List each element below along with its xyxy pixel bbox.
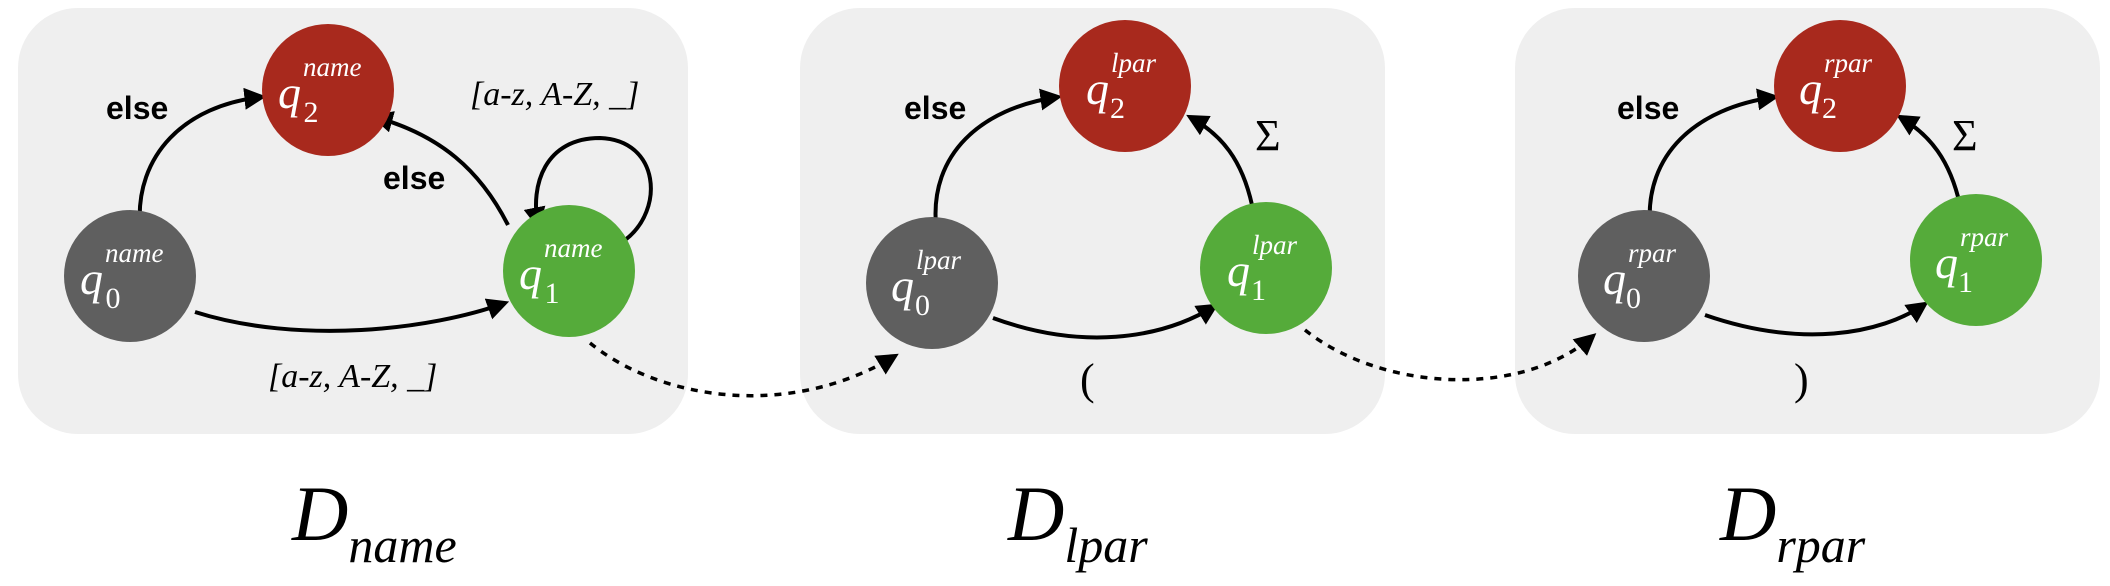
dfa-title-lpar: Dlpar <box>1007 470 1148 573</box>
edge-label-name-q0-q1: [a-z, A-Z, _] <box>268 358 437 395</box>
state-name-q2 <box>262 24 394 156</box>
edge-name-q0-q2 <box>137 87 267 227</box>
edge-label-name-q1-q2: else <box>383 160 445 196</box>
edge-rpar-q0-q2 <box>1647 88 1780 226</box>
edge-label-rpar-q0-q2: else <box>1617 90 1679 126</box>
dfa-title-name: Dname <box>291 470 457 573</box>
edge-label-lpar-q0-q2: else <box>904 90 966 126</box>
state-rpar-q1 <box>1910 194 2042 326</box>
panel-name <box>18 8 688 434</box>
edge-lpar-q1-q2 <box>1186 114 1254 206</box>
connector-lpar-to-rpar <box>1303 328 1597 382</box>
state-lpar-q0 <box>866 217 998 349</box>
edge-label-lpar-q1-q2: Σ <box>1255 111 1281 160</box>
edge-label-rpar-q1-q2: Σ <box>1952 111 1978 160</box>
edge-rpar-q1-q2 <box>1896 114 1962 206</box>
state-name-q0 <box>64 210 196 342</box>
edge-label-name-q1-self: [a-z, A-Z, _] <box>470 76 639 113</box>
edge-name-q0-q1 <box>194 298 510 333</box>
edge-label-lpar-q0-q1: ( <box>1080 355 1095 404</box>
edge-name-q1-self <box>523 135 653 242</box>
state-rpar-q0 <box>1578 210 1710 342</box>
state-lpar-q2 <box>1059 20 1191 152</box>
state-name-q1 <box>503 205 635 337</box>
state-rpar-q2 <box>1774 20 1906 152</box>
dfa-title-rpar: Drpar <box>1719 470 1866 573</box>
edge-label-rpar-q0-q1: ) <box>1794 355 1809 404</box>
edge-label-name-q0-q2: else <box>106 90 168 126</box>
edge-name-q1-q2 <box>370 111 510 226</box>
edge-lpar-q0-q1 <box>992 303 1219 340</box>
edge-rpar-q0-q1 <box>1704 301 1929 337</box>
edge-lpar-q0-q2 <box>933 88 1063 226</box>
state-lpar-q1 <box>1200 202 1332 334</box>
